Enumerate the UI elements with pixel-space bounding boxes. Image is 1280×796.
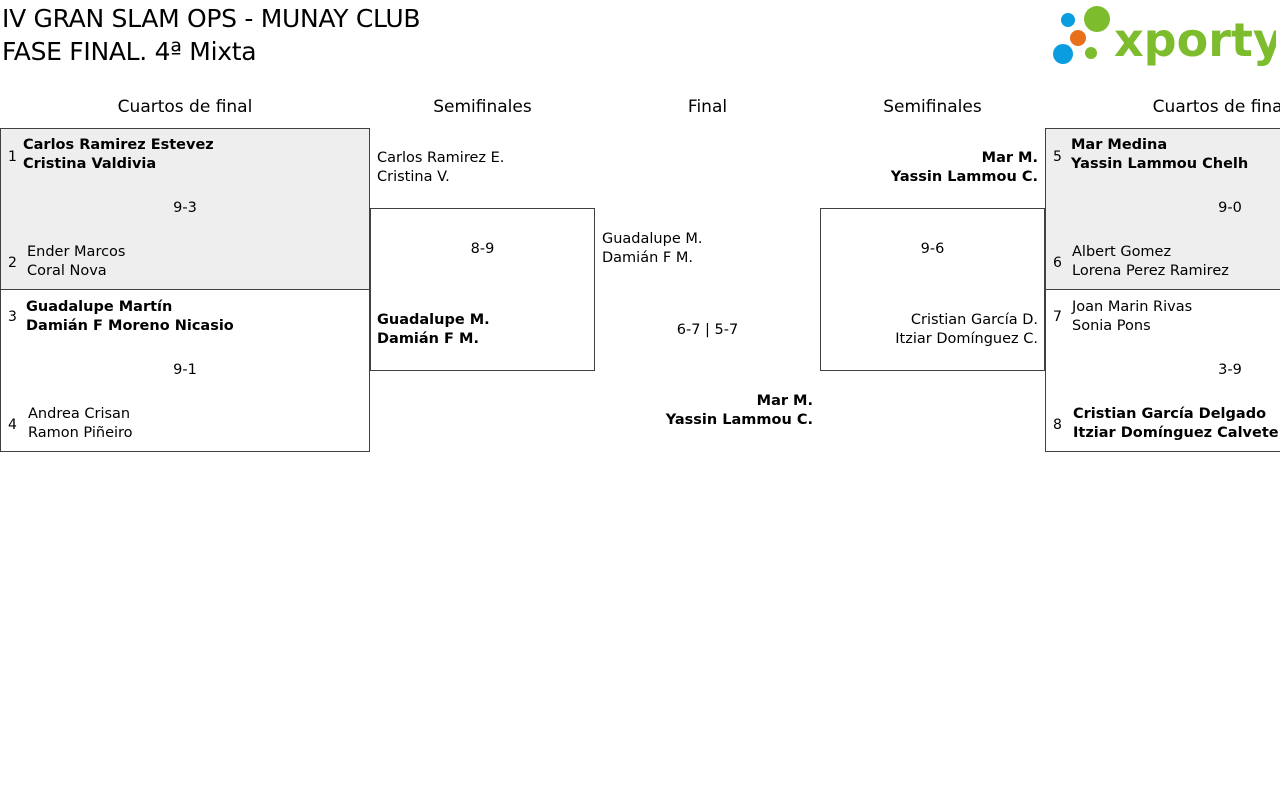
team-player: Yassin Lammou C. bbox=[890, 169, 1038, 185]
logo-dot-orange bbox=[1070, 30, 1086, 46]
team-player: Itziar Domínguez C. bbox=[895, 331, 1038, 347]
seed-number: 7 bbox=[1053, 309, 1062, 325]
seed-number: 5 bbox=[1053, 149, 1062, 165]
team-player: Mar Medina bbox=[1071, 137, 1168, 153]
match-score: 9-3 bbox=[173, 200, 197, 216]
team-player: Lorena Perez Ramirez bbox=[1072, 263, 1229, 279]
team-player: Damián F Moreno Nicasio bbox=[26, 318, 234, 334]
team-player: Guadalupe Martín bbox=[26, 299, 173, 315]
seed-number: 1 bbox=[8, 149, 17, 165]
team-player: Mar M. bbox=[756, 393, 813, 409]
team-player: Albert Gomez bbox=[1072, 244, 1172, 260]
right-semifinal[interactable]: Mar M. Yassin Lammou C. 9-6 Cristian Gar… bbox=[820, 128, 1045, 371]
team-player: Carlos Ramirez E. bbox=[377, 150, 505, 166]
team-player: Damián F M. bbox=[377, 331, 479, 347]
team-player: Itziar Domínguez Calvete bbox=[1073, 425, 1279, 441]
logo-dot-blue-large bbox=[1053, 44, 1073, 64]
logo-wordmark: xporty bbox=[1114, 13, 1276, 67]
match-score: 9-0 bbox=[1218, 200, 1242, 216]
round-heading-left-quarterfinals: Cuartos de final bbox=[117, 97, 253, 117]
logo-dot-green-large bbox=[1084, 6, 1110, 32]
page-subtitle: FASE FINAL. 4ª Mixta bbox=[2, 37, 257, 66]
logo-dot-green-small bbox=[1085, 47, 1097, 59]
team-player: Sonia Pons bbox=[1072, 318, 1151, 334]
right-quarterfinal-2[interactable]: 7 Joan Marin Rivas Sonia Pons 3-9 8 Cris… bbox=[1045, 289, 1280, 452]
team-player: Cristina V. bbox=[377, 169, 450, 185]
right-semifinal-box bbox=[820, 208, 1045, 371]
match-score: 9-1 bbox=[173, 362, 197, 378]
left-semifinal[interactable]: Carlos Ramirez E. Cristina V. 8-9 Guadal… bbox=[370, 128, 595, 371]
page-title: IV GRAN SLAM OPS - MUNAY CLUB bbox=[2, 4, 421, 33]
match-score: 6-7 | 5-7 bbox=[676, 322, 739, 338]
logo-dot-blue bbox=[1061, 13, 1075, 27]
final-match[interactable]: Guadalupe M. Damián F M. 6-7 | 5-7 Mar M… bbox=[595, 128, 820, 452]
left-semifinal-box bbox=[370, 208, 595, 371]
match-score: 8-9 bbox=[470, 241, 495, 257]
seed-number: 6 bbox=[1053, 255, 1062, 271]
team-player: Cristian García Delgado bbox=[1073, 406, 1267, 422]
team-player: Joan Marin Rivas bbox=[1072, 299, 1193, 315]
team-player: Yassin Lammou C. bbox=[665, 412, 813, 428]
seed-number: 4 bbox=[8, 417, 17, 433]
team-player: Coral Nova bbox=[27, 263, 107, 279]
team-player: Yassin Lammou Chelh bbox=[1071, 156, 1249, 172]
seed-number: 2 bbox=[8, 255, 17, 271]
left-quarterfinal-1[interactable]: 1 Carlos Ramirez Estevez Cristina Valdiv… bbox=[0, 128, 370, 290]
round-heading-final: Final bbox=[687, 97, 728, 117]
round-heading-right-quarterfinals: Cuartos de final bbox=[1152, 97, 1280, 117]
team-player: Andrea Crisan bbox=[28, 406, 131, 422]
seed-number: 8 bbox=[1053, 417, 1062, 433]
xporty-logo-icon: xporty bbox=[1053, 6, 1280, 67]
xporty-logo[interactable]: xporty bbox=[1050, 4, 1280, 68]
team-player: Cristian García D. bbox=[910, 312, 1038, 328]
match-score: 3-9 bbox=[1218, 362, 1242, 378]
team-player: Mar M. bbox=[981, 150, 1038, 166]
right-quarterfinal-1[interactable]: 5 Mar Medina Yassin Lammou Chelh 9-0 6 A… bbox=[1045, 128, 1280, 290]
team-player: Cristina Valdivia bbox=[23, 156, 157, 172]
team-player: Guadalupe M. bbox=[602, 231, 703, 247]
team-player: Guadalupe M. bbox=[377, 312, 490, 328]
round-heading-left-semifinals: Semifinales bbox=[433, 97, 532, 117]
seed-number: 3 bbox=[8, 309, 17, 325]
left-quarterfinal-2[interactable]: 3 Guadalupe Martín Damián F Moreno Nicas… bbox=[0, 289, 370, 452]
team-player: Ramon Piñeiro bbox=[28, 425, 133, 441]
team-player: Ender Marcos bbox=[27, 244, 126, 260]
round-heading-right-semifinals: Semifinales bbox=[883, 97, 982, 117]
team-player: Carlos Ramirez Estevez bbox=[23, 137, 214, 153]
match-score: 9-6 bbox=[920, 241, 945, 257]
team-player: Damián F M. bbox=[602, 250, 693, 266]
